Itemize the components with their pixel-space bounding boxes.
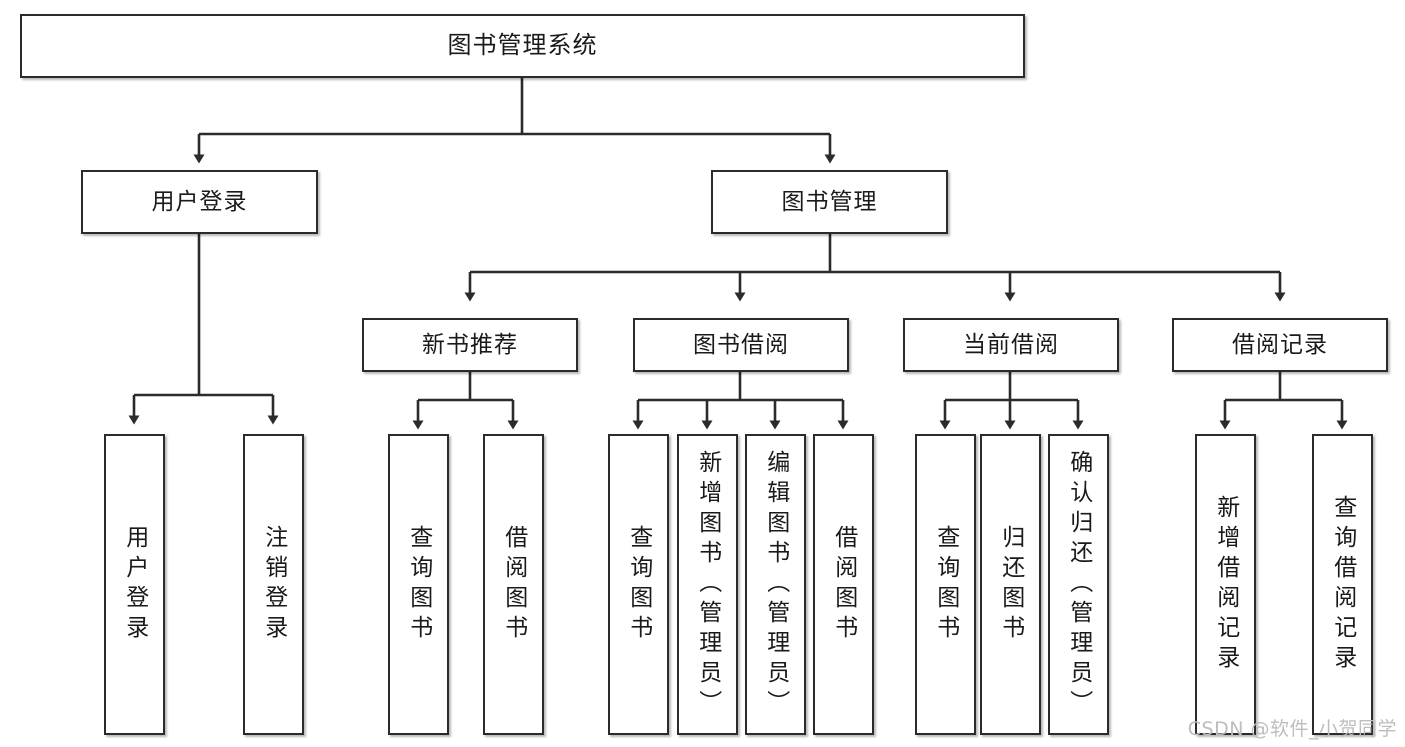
node-label: 归还图书 bbox=[997, 524, 1024, 645]
node-borrow-record[interactable]: 借阅记录 bbox=[1172, 318, 1388, 372]
node-new-book-recommend[interactable]: 新书推荐 bbox=[362, 318, 578, 372]
node-leaf-query-book-current[interactable]: 查询图书 bbox=[915, 434, 976, 735]
node-label: 查询图书 bbox=[932, 524, 959, 645]
node-label: 查询图书 bbox=[625, 524, 652, 645]
node-leaf-return-book[interactable]: 归还图书 bbox=[980, 434, 1041, 735]
node-book-management[interactable]: 图书管理 bbox=[711, 170, 948, 234]
node-leaf-add-borrow-record[interactable]: 新增借阅记录 bbox=[1195, 434, 1256, 735]
node-book-borrow[interactable]: 图书借阅 bbox=[633, 318, 849, 372]
node-root-book-management-system[interactable]: 图书管理系统 bbox=[20, 14, 1025, 78]
node-user-login[interactable]: 用户登录 bbox=[81, 170, 318, 234]
node-label: 图书管理 bbox=[781, 188, 878, 215]
node-current-borrow[interactable]: 当前借阅 bbox=[903, 318, 1119, 372]
node-leaf-edit-book-admin[interactable]: 编辑图书（管理员） bbox=[745, 434, 806, 735]
node-label: 注销登录 bbox=[260, 524, 287, 645]
node-leaf-user-login[interactable]: 用户登录 bbox=[104, 434, 165, 735]
node-label: 查询借阅记录 bbox=[1329, 494, 1356, 675]
node-label: 当前借阅 bbox=[963, 331, 1059, 358]
node-leaf-confirm-return-admin[interactable]: 确认归还（管理员） bbox=[1048, 434, 1109, 735]
node-label: 用户登录 bbox=[151, 188, 248, 215]
node-label: 图书借阅 bbox=[693, 331, 789, 358]
node-label: 编辑图书（管理员） bbox=[762, 449, 789, 720]
csdn-watermark: CSDN @软件_小贺同学 bbox=[1187, 718, 1397, 740]
node-label: 借阅记录 bbox=[1232, 331, 1328, 358]
node-leaf-query-book-borrow[interactable]: 查询图书 bbox=[608, 434, 669, 735]
node-label: 新书推荐 bbox=[422, 331, 518, 358]
node-label: 图书管理系统 bbox=[447, 31, 598, 60]
node-label: 借阅图书 bbox=[830, 524, 857, 645]
node-label: 确认归还（管理员） bbox=[1065, 449, 1092, 720]
node-label: 新增借阅记录 bbox=[1212, 494, 1239, 675]
node-label: 借阅图书 bbox=[500, 524, 527, 645]
node-label: 用户登录 bbox=[121, 524, 148, 645]
node-leaf-logout[interactable]: 注销登录 bbox=[243, 434, 304, 735]
node-label: 新增图书（管理员） bbox=[694, 449, 721, 720]
node-leaf-add-book-admin[interactable]: 新增图书（管理员） bbox=[677, 434, 738, 735]
node-label: 查询图书 bbox=[405, 524, 432, 645]
node-leaf-borrow-book-recommend[interactable]: 借阅图书 bbox=[483, 434, 544, 735]
node-leaf-borrow-book[interactable]: 借阅图书 bbox=[813, 434, 874, 735]
node-leaf-query-borrow-record[interactable]: 查询借阅记录 bbox=[1312, 434, 1373, 735]
node-leaf-query-book-recommend[interactable]: 查询图书 bbox=[388, 434, 449, 735]
